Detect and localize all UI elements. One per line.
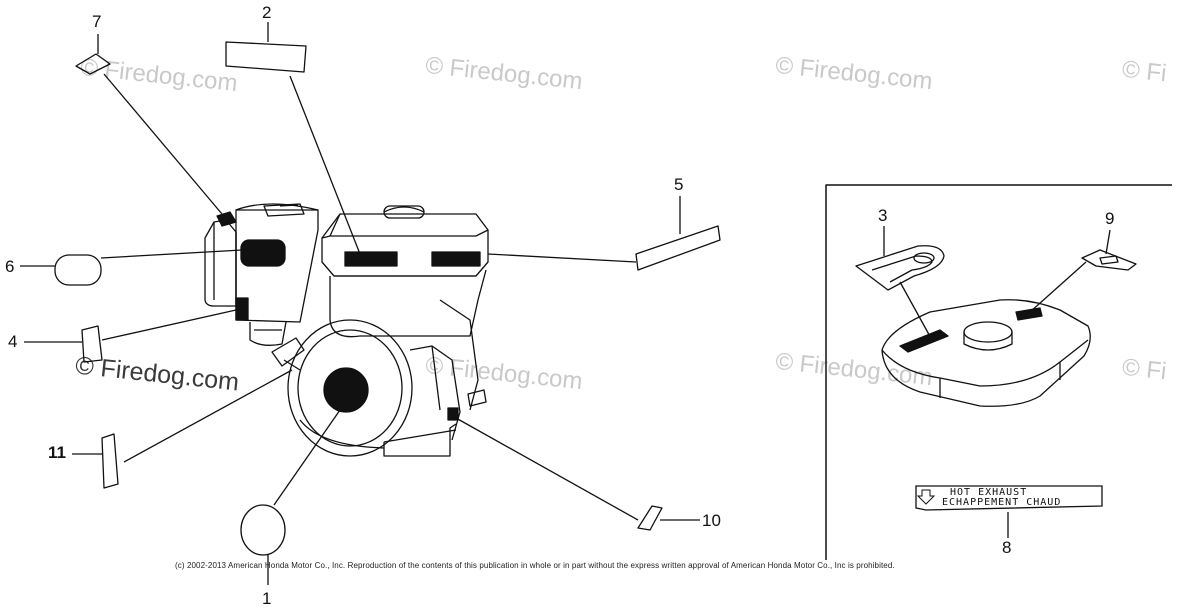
part-3-label: [855, 245, 945, 291]
callout-11: 11: [48, 443, 66, 462]
inset-frame: [825, 184, 1172, 560]
part-1-label: [240, 504, 286, 556]
callout-2: 2: [262, 3, 272, 22]
callout-3: 3: [878, 206, 888, 225]
part-8-label: HOT EXHAUST ECHAPPEMENT CHAUD: [914, 484, 1104, 512]
callout-4: 4: [8, 332, 18, 351]
part-6-label: [54, 254, 102, 286]
leader-lines: [20, 22, 1111, 585]
part-9-label: [1081, 249, 1137, 271]
callout-6: 6: [5, 257, 15, 276]
callout-7: 7: [92, 12, 102, 31]
part-7-label: [75, 53, 111, 75]
part-10-label: [637, 505, 663, 531]
callout-9: 9: [1105, 209, 1115, 228]
fuel-tank-illustration: [881, 299, 1091, 407]
callout-1: 1: [262, 589, 272, 608]
callout-10: 10: [702, 511, 721, 530]
label-8-line-2: ECHAPPEMENT CHAUD: [942, 497, 1062, 508]
callout-8: 8: [1002, 538, 1012, 557]
part-4-label: [81, 325, 103, 363]
part-5-label: [635, 225, 721, 271]
callout-5: 5: [674, 175, 684, 194]
copyright-notice: (c) 2002-2013 American Honda Motor Co., …: [175, 561, 895, 570]
part-2-label: [225, 41, 307, 73]
part-11-label: [101, 433, 119, 489]
label-8-line-1: HOT EXHAUST: [950, 487, 1028, 498]
engine-illustration: [204, 203, 489, 457]
